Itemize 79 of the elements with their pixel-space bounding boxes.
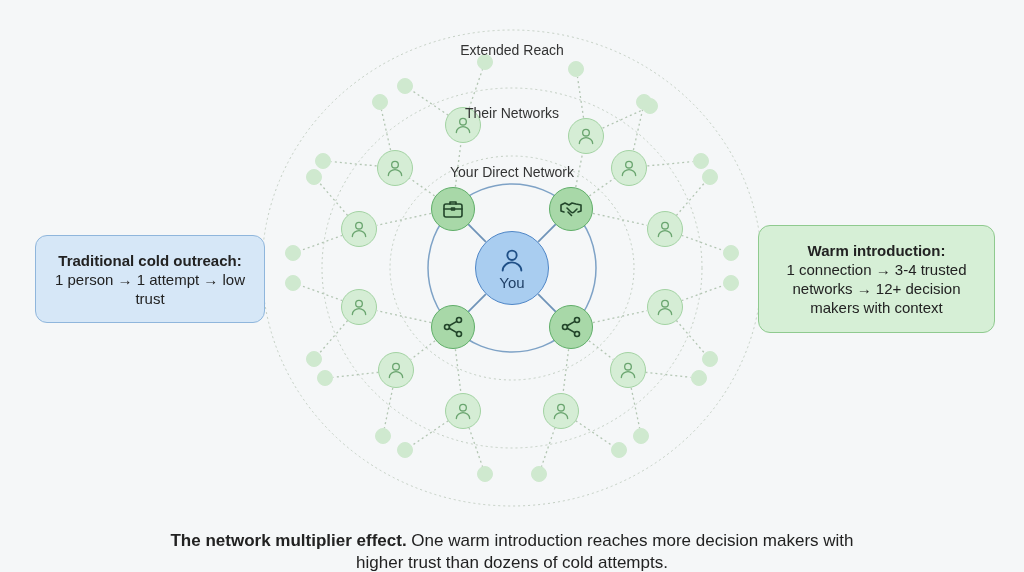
- reach-dot: [723, 245, 740, 262]
- connector-line: [537, 223, 557, 243]
- ring-label: Extended Reach: [460, 42, 564, 58]
- connector-line: [454, 142, 462, 188]
- ring-label: Their Networks: [464, 105, 560, 121]
- reach-dot: [723, 274, 740, 291]
- contact-circle: [376, 149, 413, 186]
- reach-dot: [315, 152, 332, 169]
- reach-dot: [397, 78, 414, 95]
- caption: The network multiplier effect. One warm introduction reaches more decision makers with higher trust than dozens of cold attempts.: [169, 530, 855, 572]
- connector-line: [383, 387, 394, 430]
- reach-dot: [568, 61, 585, 78]
- connector-line: [675, 182, 706, 217]
- network-circle: [430, 305, 475, 350]
- connector-line: [467, 293, 487, 313]
- connector-line: [537, 293, 557, 313]
- connector-line: [411, 420, 449, 447]
- connector-line: [562, 348, 570, 394]
- box-text: 1 connection → 3-4 trusted networks → 12+ decision makers with context: [785, 260, 968, 317]
- reach-dot: [636, 93, 653, 110]
- connector-line: [675, 319, 706, 354]
- reach-dot: [530, 466, 547, 483]
- connector-line: [318, 182, 349, 217]
- reach-dot: [701, 351, 718, 368]
- connector-line: [380, 109, 392, 151]
- connector-line: [410, 340, 436, 360]
- info-box: [758, 225, 995, 333]
- info-box: [35, 235, 265, 323]
- reach-dot: [284, 274, 301, 291]
- connector-line: [588, 340, 614, 360]
- node-label: You: [499, 273, 525, 291]
- reach-dot: [690, 370, 707, 387]
- box-heading: Traditional cold outreach:: [58, 250, 242, 270]
- connector-line: [467, 223, 487, 243]
- reach-dot: [633, 428, 650, 445]
- center-circle: [475, 231, 549, 305]
- reach-dot: [692, 152, 709, 169]
- contact-circle: [646, 288, 683, 325]
- contact-circle: [445, 392, 482, 429]
- contact-circle: [341, 211, 378, 248]
- reach-dot: [284, 245, 301, 262]
- connector-line: [540, 427, 556, 468]
- connector-line: [646, 161, 694, 167]
- connector-line: [575, 420, 613, 447]
- reach-dot: [610, 441, 627, 458]
- contact-circle: [542, 392, 579, 429]
- contact-circle: [568, 117, 605, 154]
- reach-dot: [306, 351, 323, 368]
- connector-line: [576, 76, 585, 119]
- connector-line: [332, 371, 380, 378]
- network-circle: [430, 186, 475, 231]
- network-circle: [549, 305, 594, 350]
- reach-dot: [306, 168, 323, 185]
- connector-line: [601, 109, 644, 129]
- connector-line: [468, 68, 484, 109]
- contact-circle: [378, 352, 415, 389]
- network-circle: [549, 186, 594, 231]
- reach-dot: [374, 428, 391, 445]
- reach-dot: [397, 441, 414, 458]
- connector-line: [632, 109, 644, 151]
- contact-circle: [341, 288, 378, 325]
- connector-line: [644, 371, 692, 378]
- connector-line: [468, 427, 484, 468]
- connector-line: [630, 387, 641, 430]
- contact-circle: [611, 149, 648, 186]
- connector-line: [411, 89, 449, 116]
- reach-dot: [701, 168, 718, 185]
- contact-circle: [646, 211, 683, 248]
- reach-dot: [317, 370, 334, 387]
- contact-circle: [609, 352, 646, 389]
- reach-dot: [371, 93, 388, 110]
- connector-line: [318, 319, 349, 354]
- ring-label: Your Direct Network: [450, 164, 574, 180]
- connector-line: [330, 161, 378, 167]
- reach-dot: [477, 53, 494, 70]
- box-text: 1 person → 1 attempt → low trust: [53, 269, 247, 308]
- connector-line: [454, 348, 462, 394]
- box-heading: Warm introduction:: [807, 241, 946, 260]
- reach-dot: [477, 466, 494, 483]
